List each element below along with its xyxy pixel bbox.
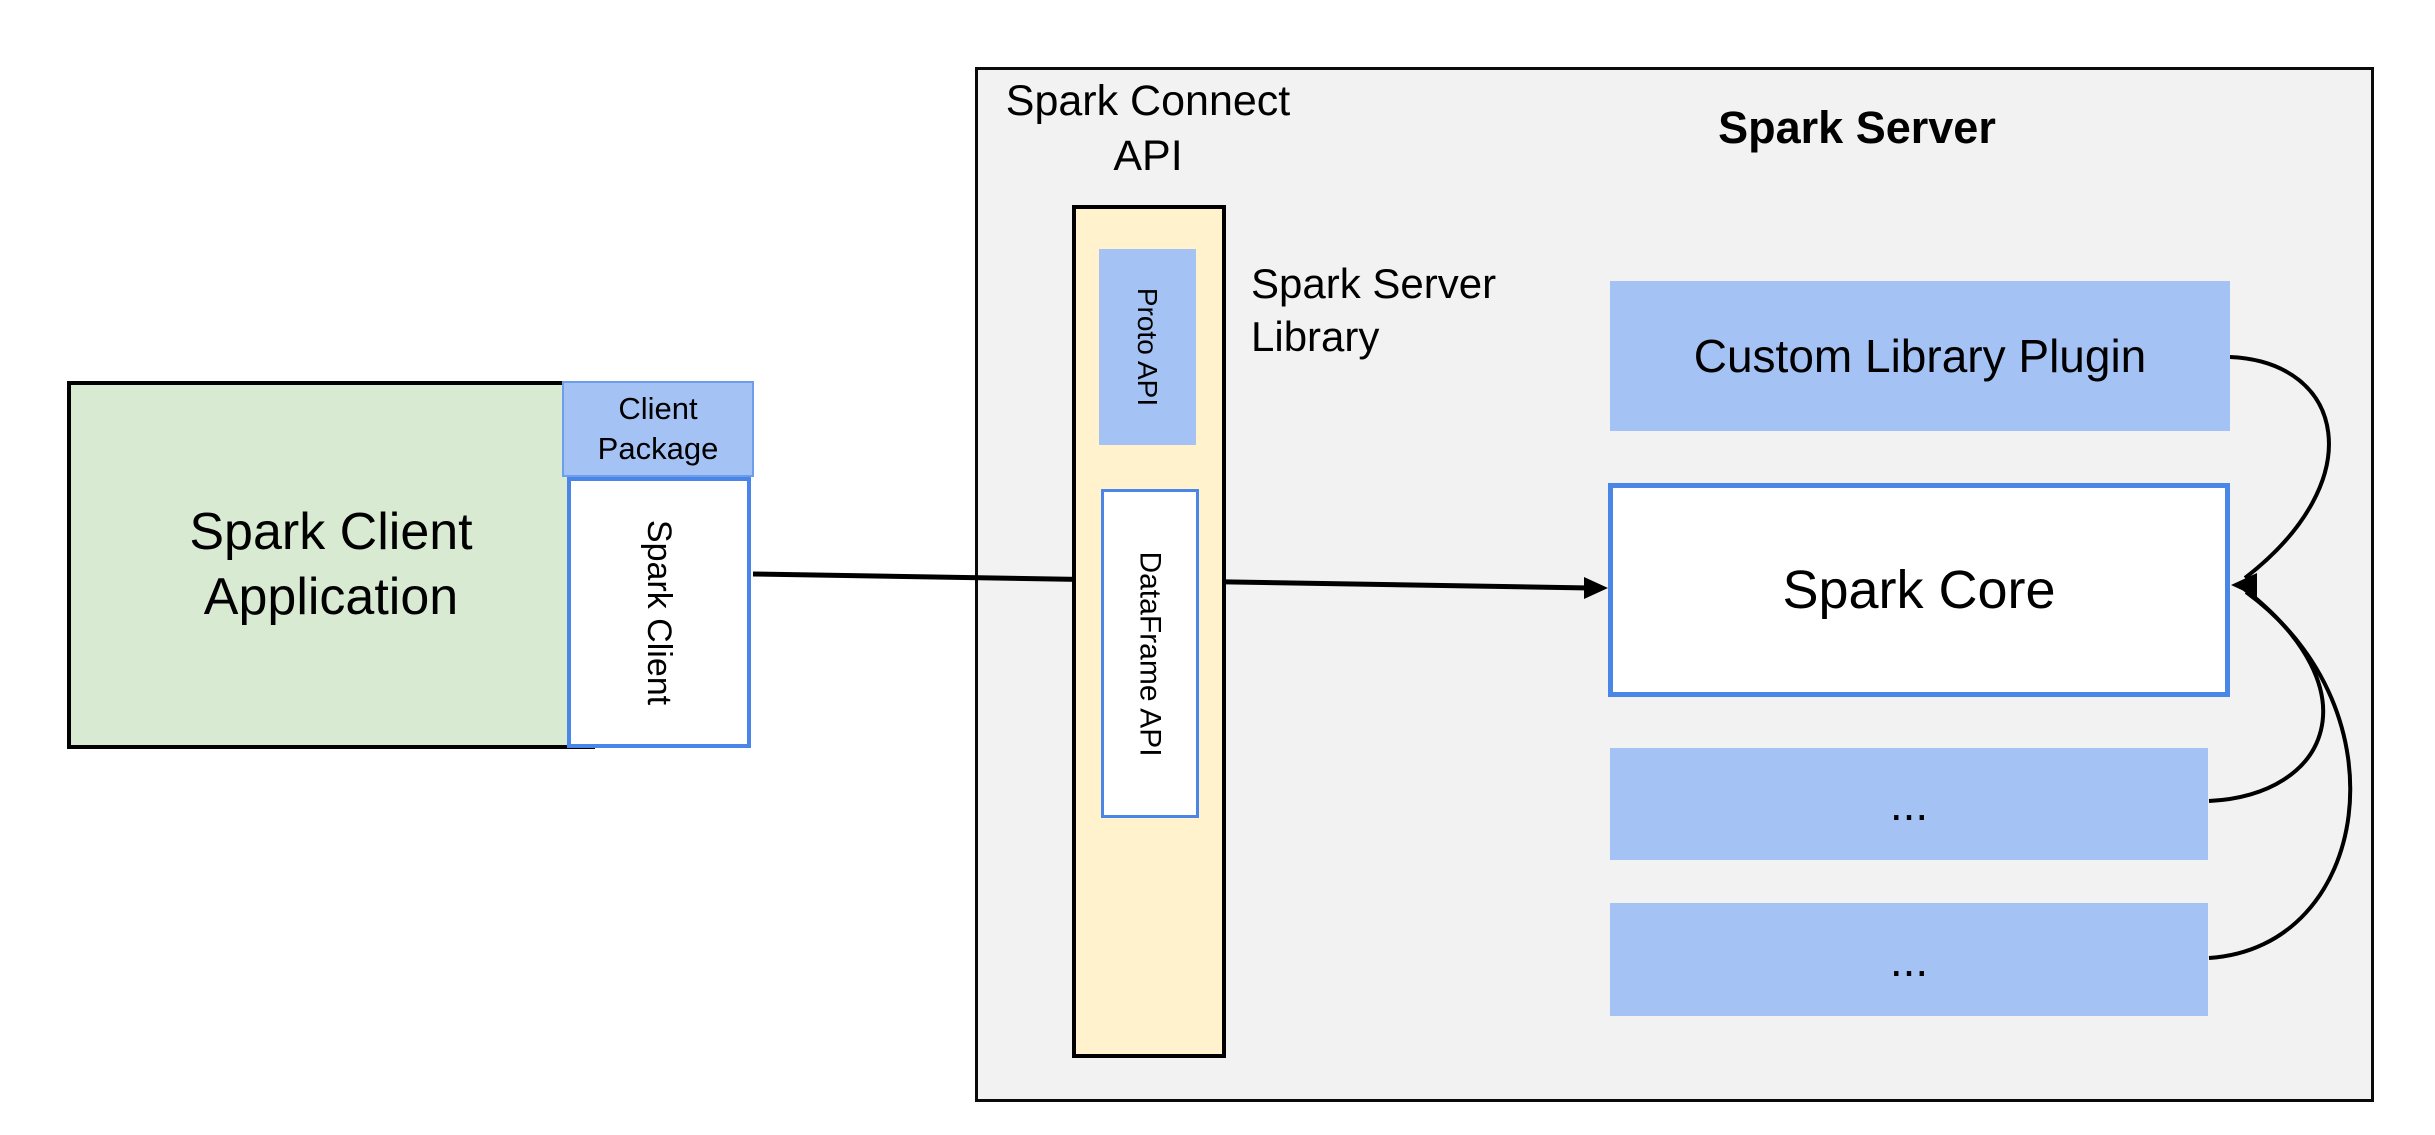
dataframe-api-box: DataFrame API (1101, 489, 1199, 818)
spark-client-label: Spark Client (640, 519, 679, 706)
client-package-box: Client Package (562, 381, 754, 477)
proto-api-box: Proto API (1099, 249, 1196, 445)
placeholder-box-2-label: ... (1889, 933, 1929, 986)
spark-connect-api-heading: Spark Connect API (978, 74, 1318, 184)
spark-server-title-text: Spark Server (1718, 102, 1996, 153)
spark-server-library-text: Spark Server Library (1251, 260, 1497, 360)
custom-library-plugin-box: Custom Library Plugin (1610, 281, 2230, 431)
spark-server-library-heading: Spark Server Library (1251, 258, 1571, 364)
proto-api-label: Proto API (1132, 287, 1164, 407)
spark-client-application-label: Spark Client Application (189, 503, 473, 626)
spark-client-application-box: Spark Client Application (67, 381, 595, 749)
placeholder-box-2: ... (1610, 903, 2208, 1016)
spark-core-label: Spark Core (1782, 560, 2056, 620)
spark-connect-api-text: Spark Connect API (1005, 77, 1291, 181)
spark-server-heading: Spark Server (1657, 102, 2057, 154)
placeholder-box-1-label: ... (1889, 778, 1929, 830)
client-package-label: Client Package (597, 390, 719, 466)
dataframe-api-label: DataFrame API (1134, 550, 1168, 757)
custom-library-plugin-label: Custom Library Plugin (1693, 330, 2147, 382)
spark-client-box: Spark Client (567, 477, 751, 748)
placeholder-box-1: ... (1610, 748, 2208, 860)
spark-core-box: Spark Core (1608, 483, 2230, 697)
